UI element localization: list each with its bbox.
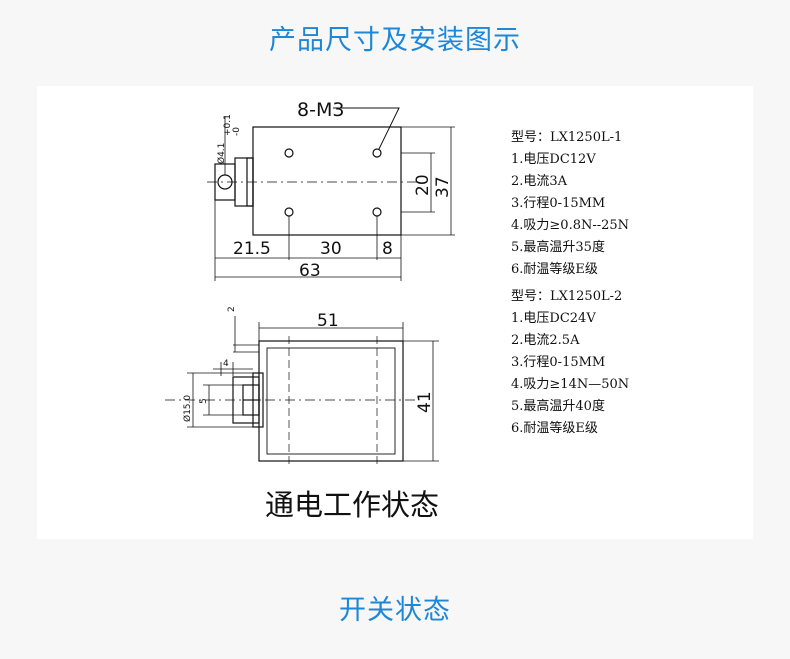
mount-hole — [284, 148, 294, 158]
dim-2: 2 — [227, 306, 237, 312]
mount-hole — [372, 207, 382, 217]
spec-line: 5.最高温升40度 — [511, 399, 605, 414]
dim-21-5: 21.5 — [233, 239, 271, 259]
section-title: 开关状态 — [339, 595, 451, 626]
dim-51: 51 — [317, 311, 339, 331]
top-view-body — [252, 126, 402, 236]
drawing-caption: 通电工作状态 — [265, 488, 440, 522]
spec-line: 4.吸力≥14N—50N — [511, 377, 630, 392]
dim-30: 30 — [320, 239, 342, 259]
dim-20: 20 — [413, 174, 433, 196]
spec-model: 型号：LX1250L-2 — [511, 289, 623, 304]
spec-line: 1.电压DC12V — [511, 152, 596, 167]
dim-41: 41 — [415, 391, 435, 413]
spec-line: 3.行程0-15MM — [511, 355, 606, 370]
dim-8: 8 — [382, 239, 393, 259]
spec-line: 6.耐温等级E级 — [511, 262, 598, 277]
spec-line: 2.电流2.5A — [511, 333, 580, 348]
shaft-dia-top: Ø4.1 — [216, 143, 227, 164]
mount-hole — [372, 148, 382, 158]
shaft-tolerance-low: -0 — [232, 127, 242, 136]
mount-hole — [284, 207, 294, 217]
spec-line: 6.耐温等级E级 — [511, 421, 598, 436]
dim-37: 37 — [433, 176, 453, 198]
bottom-view-frame — [258, 340, 404, 462]
dim-15: Ø15.0 — [182, 395, 193, 422]
spec-line: 1.电压DC24V — [511, 311, 596, 326]
spec-line: 2.电流3A — [511, 174, 568, 189]
dim-63: 63 — [299, 261, 321, 281]
spec-block-1: 型号：LX1250L-1 1.电压DC12V 2.电流3A 3.行程0-15MM… — [511, 127, 629, 281]
spec-model: 型号：LX1250L-1 — [511, 130, 623, 145]
page-title: 产品尺寸及安装图示 — [269, 25, 521, 56]
spec-line: 3.行程0-15MM — [511, 196, 606, 211]
hole-label: 8-M3 — [297, 99, 344, 121]
dim-5: 5 — [199, 398, 209, 404]
spec-block-2: 型号：LX1250L-2 1.电压DC24V 2.电流2.5A 3.行程0-15… — [511, 286, 629, 440]
spec-line: 4.吸力≥0.8N--25N — [511, 218, 630, 233]
spec-line: 5.最高温升35度 — [511, 240, 605, 255]
shaft-tolerance: +0.1 — [223, 114, 233, 136]
dim-4: 4 — [223, 359, 229, 369]
drawing-card: 8-M3 +0.1 -0 Ø4.1 21.5 30 8 63 20 37 51 … — [37, 86, 753, 539]
technical-drawing: 8-M3 +0.1 -0 Ø4.1 21.5 30 8 63 20 37 51 … — [165, 99, 455, 466]
